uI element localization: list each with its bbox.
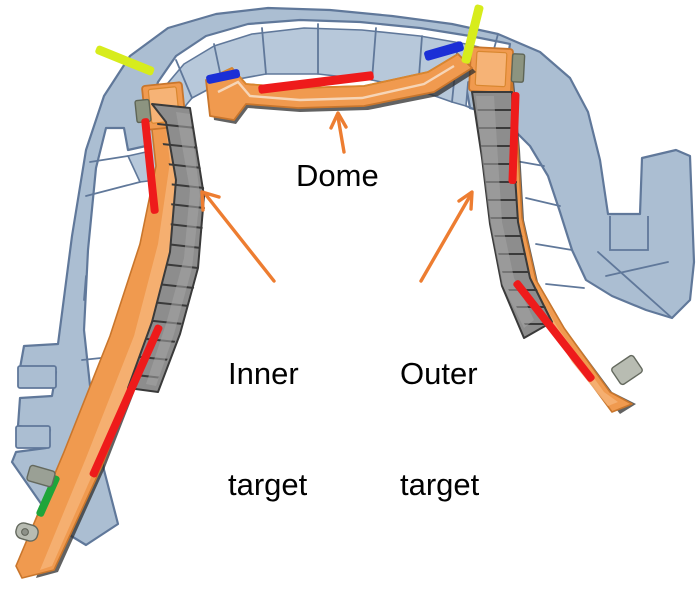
dome-bevel — [217, 64, 455, 102]
callout-arrows — [200, 111, 474, 283]
outer-target-label: Outer target — [400, 281, 479, 540]
marker-red-inner-upper — [141, 118, 159, 214]
inner-target-label-line1: Inner — [228, 356, 299, 391]
inner-target-lower-fittings — [15, 464, 56, 542]
inner-tile-stack-body — [127, 103, 205, 393]
outer-target-arrow — [419, 190, 474, 283]
vessel-notch-outline — [609, 216, 649, 251]
marker-red-inner-lower — [89, 324, 163, 478]
outer-target-head — [468, 46, 514, 94]
outer-target-lower-fitting — [611, 354, 643, 386]
inner-target-label-line2: target — [228, 467, 308, 502]
inner-target-label: Inner target — [228, 281, 307, 540]
outer-target-label-line1: Outer — [400, 356, 478, 391]
marker-red-outer-lower — [513, 280, 595, 382]
outer-tile-highlight — [476, 96, 534, 328]
marker-blue-dome-left — [206, 69, 241, 84]
inner-target-tiles — [127, 103, 206, 393]
outer-target — [468, 46, 643, 414]
dome-arrow — [329, 111, 348, 154]
marker-yellow-left — [95, 45, 155, 76]
marker-red-dome — [258, 71, 374, 94]
dome-label: Dome — [296, 158, 379, 193]
marker-red-outer-upper — [508, 91, 520, 185]
marker-green-inner — [36, 475, 60, 517]
dome-structure — [205, 41, 476, 124]
inner-target — [15, 81, 206, 579]
inner-target-arrow — [200, 190, 276, 283]
outer-target-fitting — [510, 53, 526, 83]
inner-tile-highlight — [146, 112, 200, 386]
vessel-left-flanges — [15, 365, 57, 449]
marker-blue-dome-right — [424, 41, 464, 61]
marker-yellow-right — [461, 4, 484, 64]
outer-target-label-line2: target — [400, 467, 480, 502]
